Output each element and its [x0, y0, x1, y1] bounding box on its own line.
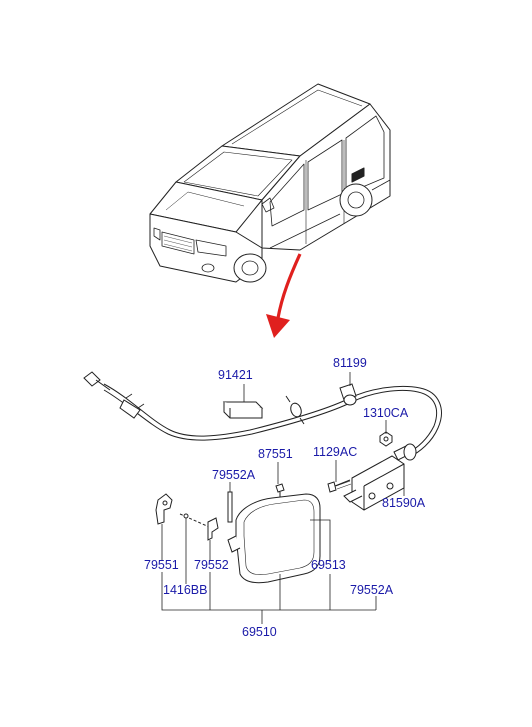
label-87551[interactable]: 87551	[258, 447, 293, 461]
leader-lines	[161, 372, 405, 624]
label-1129AC[interactable]: 1129AC	[313, 445, 358, 459]
bracket-79552	[207, 517, 219, 541]
label-81199[interactable]: 81199	[333, 356, 367, 370]
pad-91421	[222, 401, 264, 419]
hinge-79551	[155, 493, 173, 525]
actuator-81590A	[343, 443, 417, 511]
nut-1310CA	[379, 431, 393, 447]
fuel-door-cable	[83, 371, 442, 459]
label-79552A-top[interactable]: 79552A	[212, 468, 256, 482]
cable-clip-1	[285, 395, 305, 425]
label-81590A[interactable]: 81590A	[382, 496, 426, 510]
label-79552[interactable]: 79552	[194, 558, 229, 572]
label-79552A-bottom[interactable]: 79552A	[350, 583, 394, 597]
label-69513[interactable]: 69513	[311, 558, 346, 572]
label-69510[interactable]: 69510	[242, 625, 277, 639]
bolt-1129AC	[327, 479, 352, 493]
screw-87551	[275, 483, 285, 498]
label-91421[interactable]: 91421	[218, 368, 253, 382]
clip-81199	[339, 383, 357, 406]
van-illustration	[149, 83, 391, 283]
red-arrow-icon	[266, 253, 302, 338]
rod-79552A	[227, 491, 233, 523]
label-1310CA[interactable]: 1310CA	[363, 406, 409, 420]
label-1416BB[interactable]: 1416BB	[163, 583, 208, 597]
fuel-door-panel	[227, 493, 321, 584]
label-79551[interactable]: 79551	[144, 558, 179, 572]
